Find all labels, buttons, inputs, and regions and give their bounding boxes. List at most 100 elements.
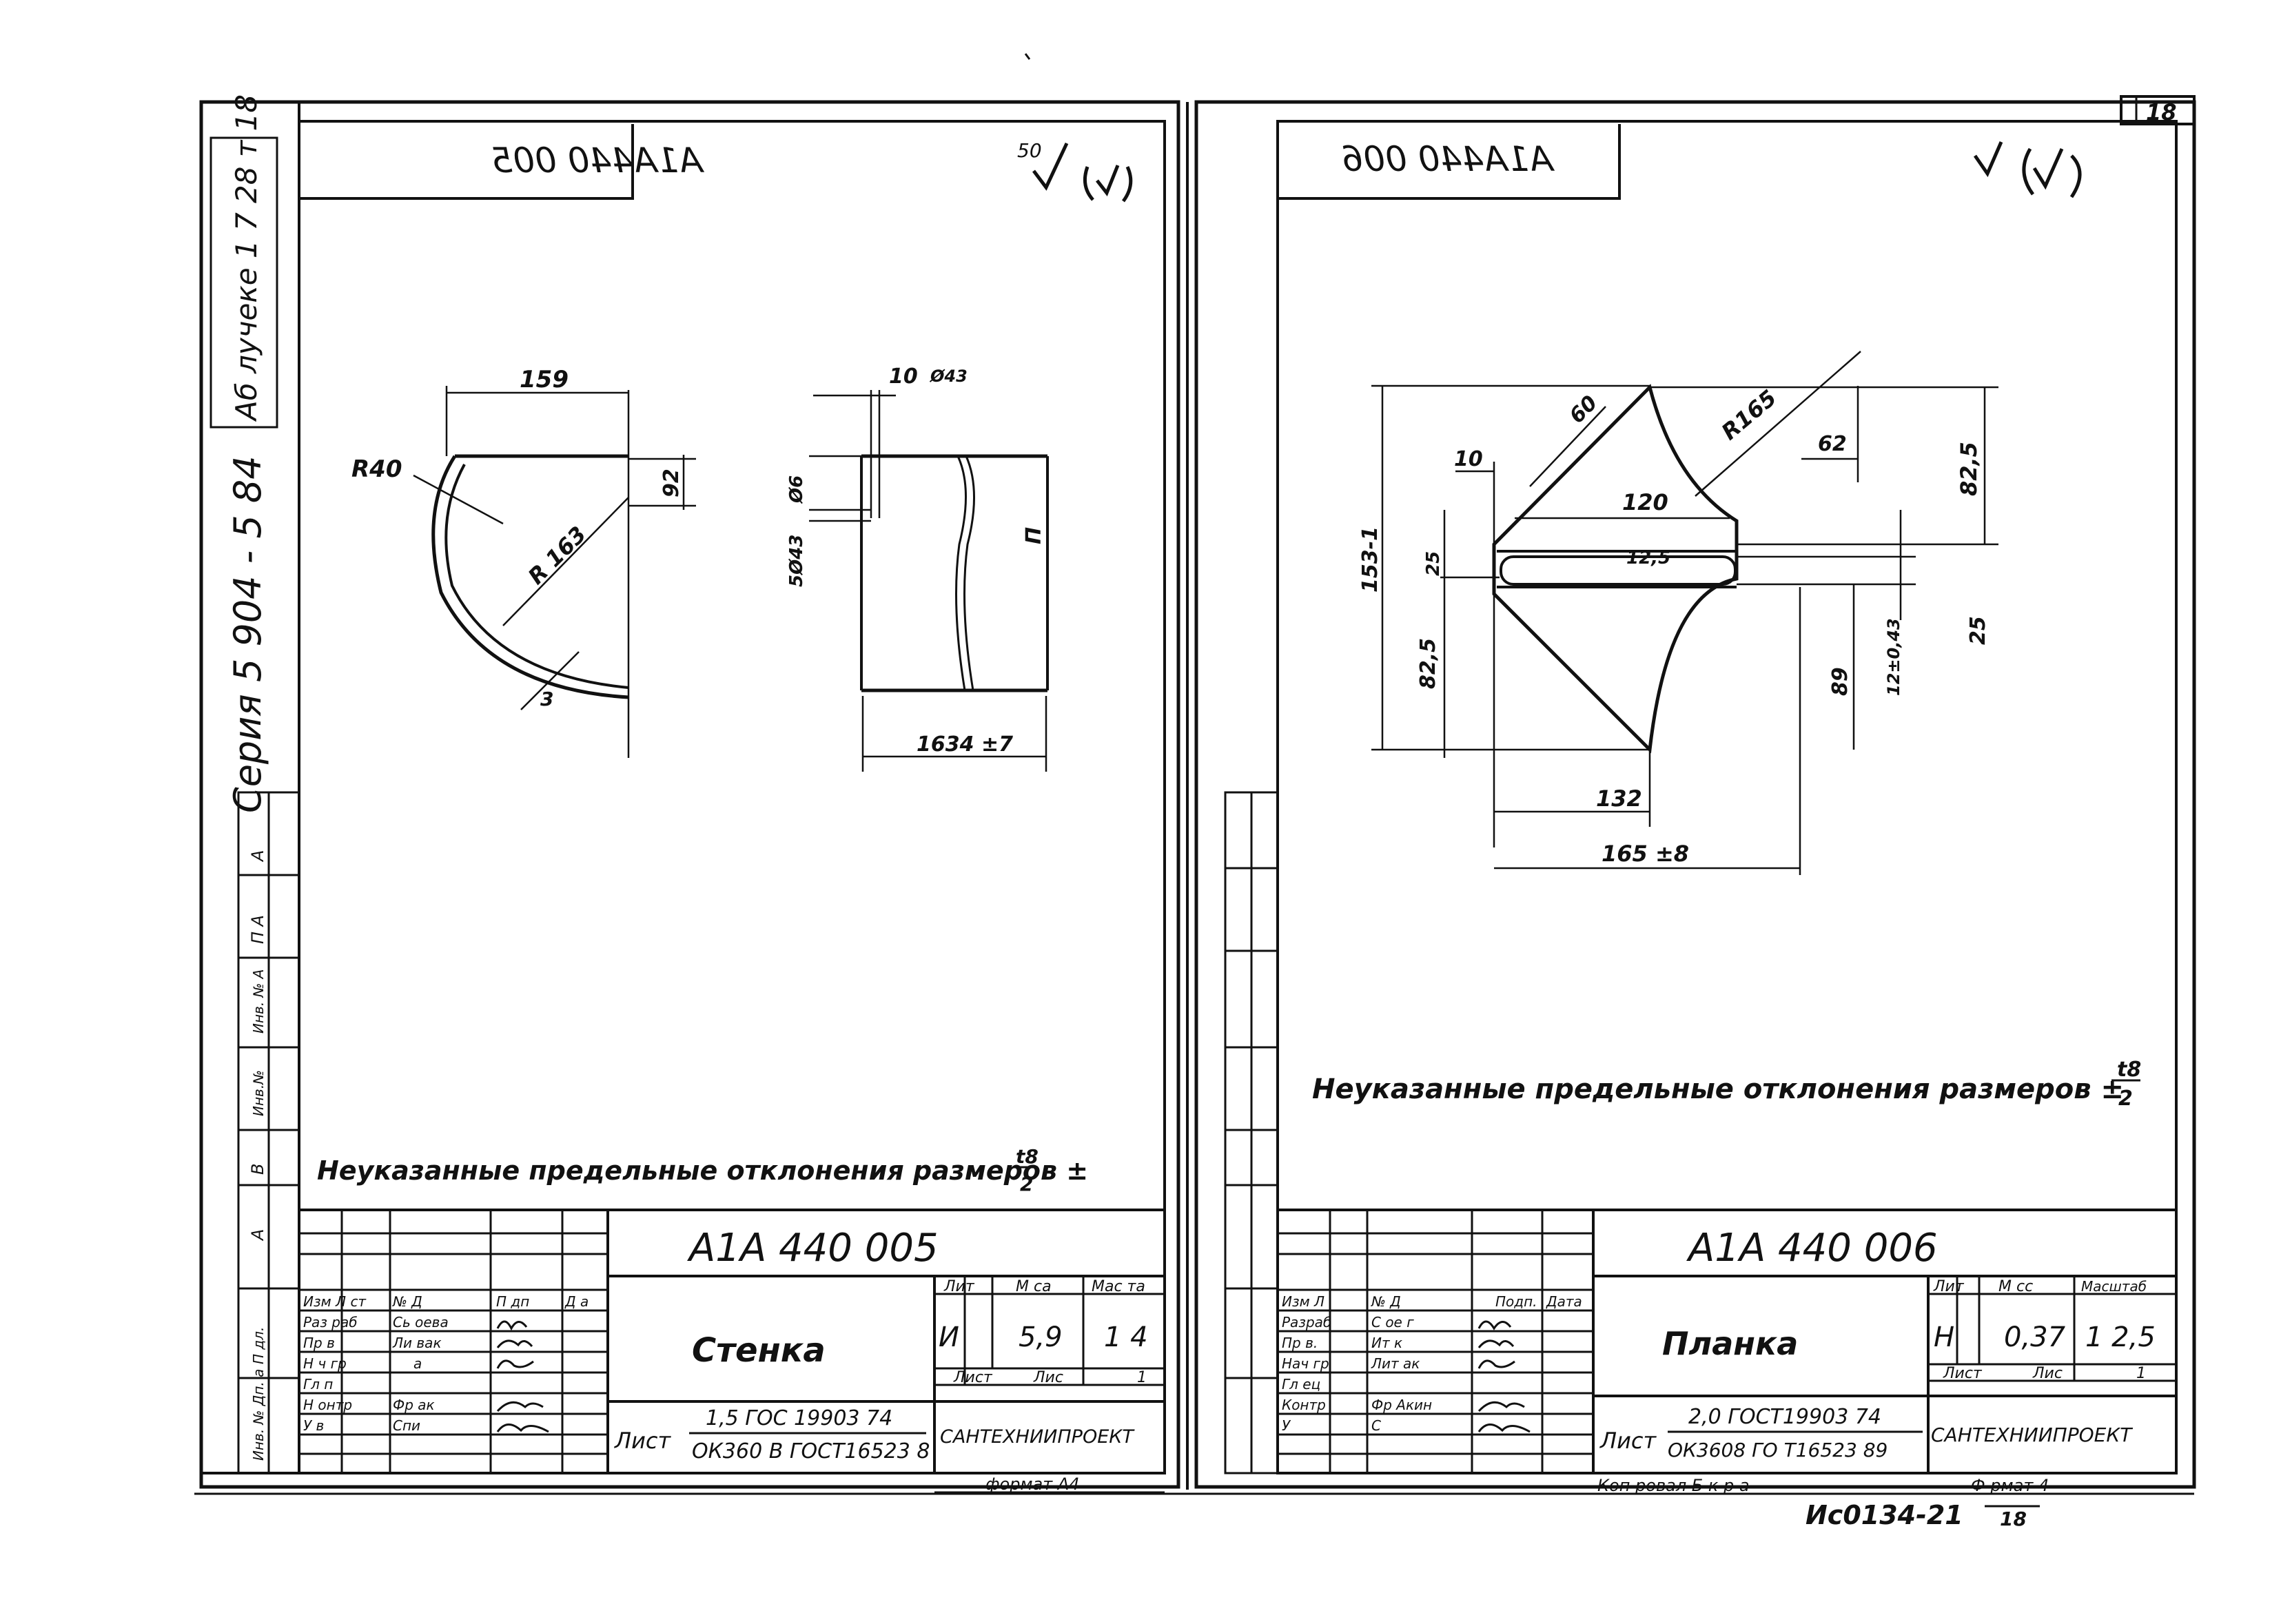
right-name-control: Фр Акин: [1371, 1397, 1432, 1413]
dim-top-off: 10: [1454, 447, 1483, 471]
dim-side-b: 5Ø43: [786, 535, 807, 587]
right-material-prefix: Лист: [1599, 1428, 1657, 1454]
left-hdr-sign: П дп: [496, 1293, 529, 1310]
right-note-tol-num: t8: [2117, 1058, 2141, 1082]
left-hdr-izm: Изм Л ст: [303, 1293, 367, 1310]
left-mass-hdr: М ca: [1016, 1278, 1052, 1295]
stray-mark: [1024, 53, 1031, 60]
left-mirror-code: А1А440 005: [491, 141, 705, 181]
left-name-dev: Сь оева: [393, 1314, 449, 1330]
bottom-code-text: Ис0134-21: [1806, 1500, 1963, 1530]
right-role-control: Контр: [1282, 1397, 1326, 1413]
right-org: САНТЕХНИИПРОЕКТ: [1931, 1423, 2133, 1446]
left-note-tol-den: 2: [1020, 1173, 1033, 1195]
right-hdr-date: Дата: [1546, 1293, 1582, 1310]
right-role-head: Нач гр: [1282, 1355, 1329, 1372]
series-label: Серия 5 904 - 5 84: [226, 455, 269, 813]
right-name-check: Ит к: [1371, 1335, 1402, 1351]
left-tolerance-note: Неуказанные предельные отклонения размер…: [317, 1145, 1088, 1195]
bottom-code: Ис0134-21 18: [1806, 1500, 2040, 1530]
right-name-head: Лит ак: [1371, 1355, 1420, 1372]
left-note-text: Неуказанные предельные отклонения размер…: [317, 1155, 1088, 1186]
left-role-control: Н онтр: [303, 1397, 352, 1413]
right-hdr-izm: Изм Л: [1282, 1293, 1324, 1310]
right-sheet-hdr: Лист: [1943, 1365, 1983, 1382]
right-role-chief: Гл ец: [1282, 1376, 1320, 1392]
left-sheets: 1: [1137, 1369, 1147, 1386]
left-role-chief: Гл п: [303, 1376, 333, 1392]
dim-r-big: R 163: [523, 521, 591, 589]
left-material-top: 1,5 ГОС 19903 74: [706, 1406, 892, 1430]
right-lit-hdr: Лит: [1933, 1278, 1965, 1295]
right-mass: 0,37: [2004, 1322, 2066, 1353]
right-name-approve: С: [1371, 1417, 1381, 1434]
dim-right-h: П: [1022, 527, 1046, 544]
dim-side-a: Ø6: [786, 475, 807, 504]
dim-width: 159: [520, 366, 569, 393]
dim-slot: 12,5: [1626, 548, 1670, 568]
right-name-dev: С ое г: [1371, 1314, 1414, 1330]
right-role-approve: У: [1282, 1417, 1291, 1434]
left-scale-hdr: Мас та: [1092, 1278, 1145, 1295]
right-doc-name: Планка: [1662, 1325, 1798, 1362]
right-title-block: Изм Л № Д Подп. Дата Разраб Пр в. Нач гр…: [1276, 1209, 2178, 1495]
left-role-check: Пр в: [303, 1335, 335, 1351]
left-note-tol-num: t8: [1016, 1145, 1039, 1168]
right-hdr-doc: № Д: [1371, 1293, 1401, 1310]
dim-rh: 89: [1828, 667, 1852, 696]
right-lit: Н: [1934, 1322, 1954, 1353]
left-lit-hdr: Лит: [943, 1278, 975, 1295]
left-hdr-date: Д а: [564, 1293, 589, 1310]
left-sheets-hdr: Лис: [1033, 1369, 1063, 1386]
stamp-cell-4: Инв.№: [250, 1070, 267, 1116]
left-role-approve: У в: [303, 1417, 324, 1434]
stamp-cell-8: П дл.: [250, 1327, 267, 1364]
dim-s25: 25: [1423, 551, 1444, 576]
dim-side: 60: [1565, 391, 1602, 428]
left-sheet-hdr: Лист: [953, 1369, 993, 1386]
left-name-approve: Спи: [393, 1417, 420, 1434]
dim-height: 92: [659, 469, 684, 497]
bottom-code-num: 18: [2000, 1508, 2027, 1530]
left-doc-code: А1А 440 005: [687, 1226, 939, 1271]
left-sheet: А1А440 005 50 159 92 R40 R 163 3: [298, 120, 1166, 1494]
left-org: САНТЕХНИИПРОЕКТ: [940, 1426, 1135, 1448]
right-scale: 1 2,5: [2085, 1322, 2156, 1353]
right-hdr-sign: Подп.: [1495, 1293, 1537, 1310]
stamp-cell-2: П А: [248, 915, 267, 944]
dim-r: R165: [1717, 384, 1781, 445]
right-mirror-code: А1А440 006: [1342, 139, 1555, 179]
right-roughness-sign: [1973, 141, 2082, 198]
stamp-cell-1: А: [248, 850, 267, 863]
right-material-bottom: ОК3608 ГО Т16523 89: [1668, 1439, 1888, 1461]
dim-bottom-h: 82,5: [1416, 638, 1440, 689]
dim-thickness: 3: [540, 688, 553, 710]
right-note-text: Неуказанные предельные отклонения размер…: [1312, 1073, 2124, 1105]
right-footer-left: Коп ровал Б к р а: [1597, 1476, 1750, 1495]
right-tolerance-note: Неуказанные предельные отклонения размер…: [1312, 1058, 2141, 1111]
margin-vertical-note: Аб лучеке 1 7 28 т 18: [229, 94, 263, 422]
left-title-block: Изм Л ст № Д П дп Д а Раз раб Пр в Н ч г…: [298, 1209, 1166, 1494]
left-name-head: а: [413, 1355, 422, 1372]
left-mass: 5,9: [1019, 1322, 1063, 1353]
dim-w132: 132: [1596, 785, 1642, 812]
left-lit: И: [939, 1322, 959, 1353]
outer-frame: [194, 100, 2196, 1495]
wall-part-plan: 159 92 R40 R 163 3: [351, 366, 696, 758]
right-sheets: 1: [2136, 1365, 2146, 1382]
margin-stamp: А П А Инв. № А Инв.№ В А Инв. № Дп. а П …: [237, 791, 300, 1474]
stamp-cell-6: А: [248, 1229, 267, 1242]
left-margin: Аб лучеке 1 7 28 т 18 Серия 5 904 - 5 84…: [200, 94, 300, 1474]
right-doc-code: А1А 440 006: [1686, 1226, 1938, 1271]
left-scale: 1 4: [1104, 1322, 1148, 1353]
left-material-bottom: ОК360 В ГОСТ16523 8: [692, 1439, 930, 1463]
left-name-control: Фр ак: [393, 1397, 435, 1413]
right-mass-hdr: М сс: [1998, 1278, 2033, 1295]
dim-top-h: 82,5: [1956, 442, 1982, 496]
dim-top: 10: [889, 364, 918, 389]
dim-h-total: 153-1: [1358, 526, 1382, 593]
dim-right: 62: [1818, 432, 1847, 456]
dim-r-small: R40: [351, 455, 402, 483]
roughness-sign: 50: [1017, 139, 1133, 203]
